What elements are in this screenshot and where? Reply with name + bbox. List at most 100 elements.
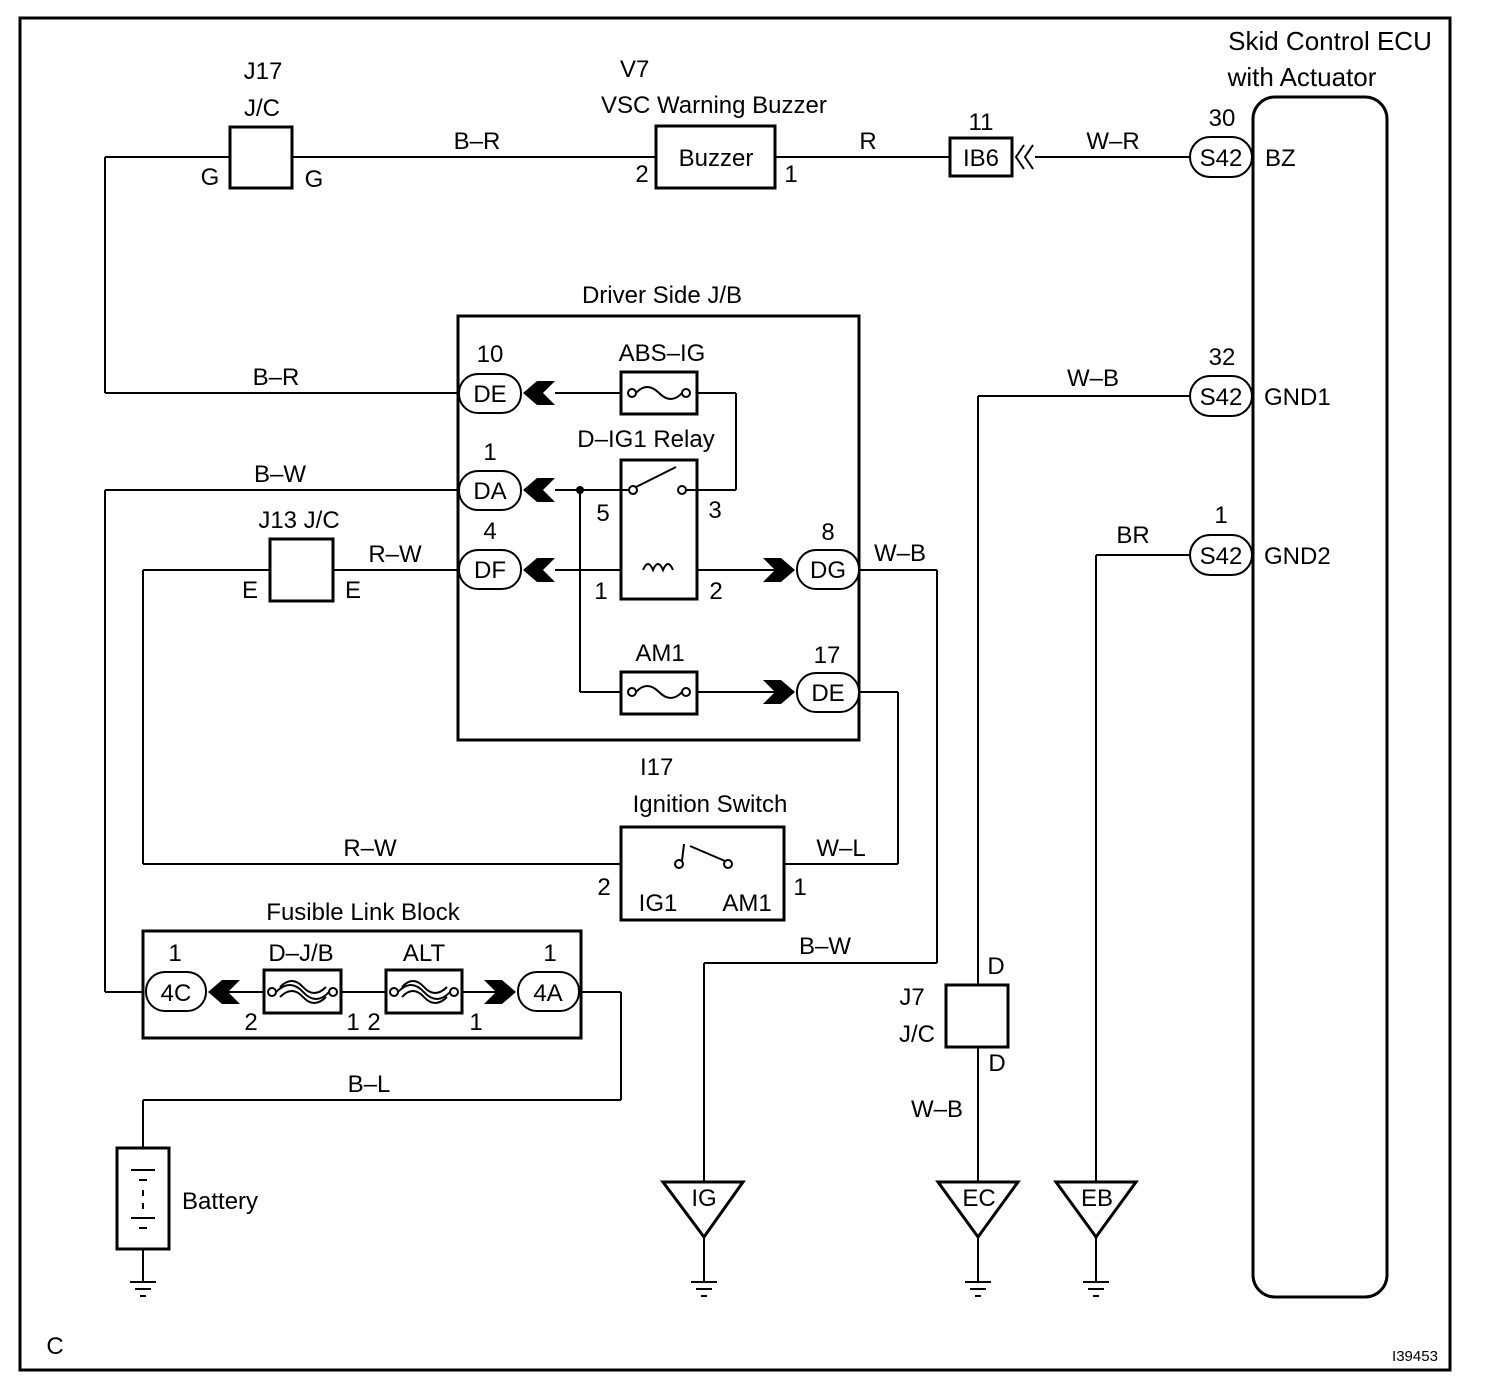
jb-connector-de-17-label: DE bbox=[811, 680, 844, 707]
ib6-label: IB6 bbox=[963, 145, 999, 172]
fuse-alt-pin-right: 1 bbox=[469, 1009, 482, 1036]
connector-4c-label: 4C bbox=[161, 980, 192, 1007]
ecu-pin-bz: S42 30 BZ bbox=[1189, 105, 1296, 178]
relay-pin-5: 5 bbox=[596, 500, 609, 527]
ground-icon bbox=[1083, 1281, 1109, 1297]
driver-side-jb: Driver Side J/B ABS–IG D–IG1 bbox=[456, 282, 861, 742]
j17-left-pin: G bbox=[201, 164, 220, 191]
wire-label-b-w-da: B–W bbox=[254, 461, 306, 488]
wire-label-w-l: W–L bbox=[816, 835, 865, 862]
jb-terminal-arrow bbox=[523, 558, 555, 582]
jb-connector-de-17: DE 17 bbox=[763, 642, 860, 713]
ground-point-ig: IG bbox=[660, 1180, 746, 1282]
right-jb-wires bbox=[703, 569, 938, 1182]
fuse-am1-label: AM1 bbox=[635, 640, 684, 667]
fuse-d-jb-pin-right: 1 bbox=[346, 1009, 359, 1036]
j13-name: J13 J/C bbox=[258, 507, 339, 534]
jb-connector-dg-8-pin: 8 bbox=[821, 519, 834, 546]
ignition-pin-right: 1 bbox=[793, 874, 806, 901]
connector-4a-label: 4A bbox=[533, 980, 562, 1007]
fuse-d-jb-pin-left: 2 bbox=[244, 1009, 257, 1036]
fuse-d-jb-label: D–J/B bbox=[268, 940, 333, 967]
ib6-pin: 11 bbox=[969, 109, 994, 136]
eb-wires bbox=[1095, 554, 1190, 1182]
ground-ec-label: EC bbox=[962, 1185, 995, 1212]
fuse-alt-label: ALT bbox=[403, 940, 446, 967]
fuse-abs-ig: ABS–IG bbox=[619, 340, 706, 416]
fuse-d-jb: D–J/B 2 1 bbox=[244, 940, 359, 1036]
relay-pin-3: 3 bbox=[708, 497, 721, 524]
j7-junction: D D J7 J/C bbox=[899, 953, 1010, 1077]
fuse-abs-ig-label: ABS–IG bbox=[619, 340, 706, 367]
fuse-am1: AM1 bbox=[619, 640, 699, 716]
wire-label-r-w-df: R–W bbox=[368, 541, 422, 568]
ib6-plug-icon bbox=[1014, 144, 1034, 170]
vsc-warning-buzzer: Buzzer V7 VSC Warning Buzzer 2 1 bbox=[601, 56, 827, 190]
relay-pin-1: 1 bbox=[594, 578, 607, 605]
wire-label-b-w-ig: B–W bbox=[799, 933, 851, 960]
battery: Battery bbox=[115, 1146, 258, 1251]
relay-pin-2: 2 bbox=[709, 578, 722, 605]
ground-eb-label: EB bbox=[1081, 1185, 1113, 1212]
wire-label-b-r-top: B–R bbox=[454, 128, 501, 155]
relay-d-ig1: D–IG1 Relay 5 3 1 2 bbox=[577, 426, 722, 605]
ecu-pin-gnd1-number: 32 bbox=[1209, 344, 1236, 371]
ecu-title-line2: with Actuator bbox=[1227, 62, 1377, 92]
top-wires bbox=[104, 156, 1190, 393]
buzzer-code: V7 bbox=[620, 56, 649, 83]
battery-wires bbox=[142, 991, 622, 1282]
wire-label-w-b-gnd1: W–B bbox=[1067, 365, 1119, 392]
fuse-alt-pin-left: 2 bbox=[367, 1009, 380, 1036]
ground-icon bbox=[130, 1281, 156, 1297]
jb-connector-da-1-pin: 1 bbox=[483, 439, 496, 466]
ignition-am1: AM1 bbox=[722, 890, 771, 917]
left-wires bbox=[104, 392, 621, 993]
jb-connector-de-10-label: DE bbox=[473, 381, 506, 408]
jb-connector-df-4-pin: 4 bbox=[483, 518, 496, 545]
jb-terminal-arrow bbox=[523, 381, 555, 405]
buzzer-name: VSC Warning Buzzer bbox=[601, 92, 827, 119]
wire-label-w-b-dg: W–B bbox=[874, 540, 926, 567]
jb-connector-df-4: DF 4 bbox=[458, 518, 555, 590]
j13-right-pin: E bbox=[345, 577, 361, 604]
ecu-pin-bz-number: 30 bbox=[1209, 105, 1236, 132]
ecu-title-line1: Skid Control ECU bbox=[1228, 26, 1432, 56]
j7-code: J7 bbox=[899, 984, 924, 1011]
jb-terminal-arrow bbox=[763, 680, 795, 704]
page-code: C bbox=[46, 1333, 63, 1360]
figure-id: I39453 bbox=[1392, 1348, 1438, 1365]
ignition-code: I17 bbox=[640, 754, 673, 781]
jb-terminal-arrow bbox=[523, 478, 555, 502]
connector-4c-pin: 1 bbox=[168, 940, 181, 967]
jb-connector-de-10-pin: 10 bbox=[477, 341, 504, 368]
relay-label: D–IG1 Relay bbox=[577, 426, 714, 453]
ib6-connector: IB6 11 bbox=[948, 109, 1034, 178]
ecu-pin-bz-connector: S42 bbox=[1200, 145, 1243, 172]
ignition-name: Ignition Switch bbox=[633, 791, 788, 818]
buzzer-pin-left: 2 bbox=[635, 161, 648, 188]
jb-connector-de-17-pin: 17 bbox=[814, 642, 841, 669]
ignition-pin-left: 2 bbox=[597, 874, 610, 901]
ec-wires bbox=[977, 395, 1190, 1182]
ground-icon bbox=[691, 1281, 717, 1297]
ecu-pin-gnd1-connector: S42 bbox=[1200, 384, 1243, 411]
buzzer-label: Buzzer bbox=[679, 145, 754, 172]
buzzer-pin-right: 1 bbox=[784, 161, 797, 188]
ground-icon bbox=[965, 1281, 991, 1297]
ecu-pin-gnd2-number: 1 bbox=[1214, 502, 1227, 529]
jb-title: Driver Side J/B bbox=[582, 282, 742, 309]
connector-4c: 4C 1 bbox=[145, 940, 240, 1012]
fusible-link-block: Fusible Link Block 4C 1 D–J/B 2 1 bbox=[141, 899, 583, 1040]
ecu-body bbox=[1251, 95, 1389, 1299]
ecu-pin-gnd2-terminal: GND2 bbox=[1264, 543, 1331, 570]
ecu-pin-gnd1: S42 32 GND1 bbox=[1189, 344, 1331, 417]
j17-code: J17 bbox=[244, 58, 283, 85]
jb-connector-dg-8: DG 8 bbox=[763, 519, 860, 590]
jb-terminal-arrow bbox=[763, 558, 795, 582]
ignition-ig1: IG1 bbox=[639, 890, 678, 917]
jb-connector-de-10: DE 10 bbox=[458, 341, 555, 414]
ground-ig-label: IG bbox=[691, 1185, 716, 1212]
connector-4a-pin: 1 bbox=[543, 940, 556, 967]
wire-label-b-l: B–L bbox=[348, 1071, 391, 1098]
